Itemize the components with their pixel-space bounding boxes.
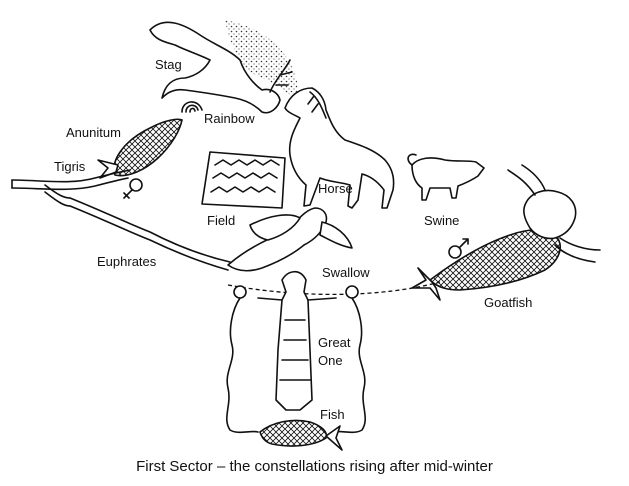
- label-fish: Fish: [320, 407, 345, 422]
- anunitum-fish-tail: [97, 159, 119, 179]
- label-anunitum: Anunitum: [66, 125, 121, 140]
- bottom-fish: [259, 419, 328, 447]
- goatfish-tail: [411, 267, 441, 301]
- horse-mane: [307, 91, 327, 119]
- venus-symbol: [123, 178, 143, 199]
- figure-caption: First Sector – the constellations rising…: [136, 458, 493, 475]
- horse-figure: [284, 87, 395, 209]
- label-one: One: [318, 353, 343, 368]
- bottom-fish-tail: [325, 425, 343, 451]
- euphrates-river: [69, 197, 231, 263]
- label-goatfish: Goatfish: [484, 295, 533, 310]
- tigris-river: [11, 169, 131, 183]
- mars-symbol: [448, 238, 469, 259]
- label-horse: Horse: [318, 181, 353, 196]
- goatfish-body: [428, 228, 561, 291]
- label-tigris: Tigris: [54, 159, 86, 174]
- swine-tail: [407, 153, 417, 166]
- label-stag: Stag: [155, 57, 182, 72]
- rainbow-symbol: [181, 101, 203, 113]
- swine-figure: [411, 157, 485, 201]
- label-swine: Swine: [424, 213, 460, 228]
- goatfish-head: [523, 189, 577, 240]
- swallow-wing: [249, 214, 301, 241]
- stag-antlers: [269, 59, 293, 93]
- swallow-wing-right: [319, 221, 353, 249]
- ecliptic-line: [227, 281, 441, 296]
- label-great: Great: [318, 335, 351, 350]
- label-euphrates: Euphrates: [97, 254, 157, 269]
- stag-figure: [149, 21, 281, 114]
- great-one-figure: [226, 270, 366, 434]
- goatfish-horns: [507, 164, 546, 196]
- stag-speckle: [225, 20, 299, 100]
- field-figure: [201, 151, 286, 209]
- goatfish-legs: [554, 237, 601, 263]
- label-field: Field: [207, 213, 236, 228]
- label-swallow: Swallow: [322, 265, 370, 280]
- label-rainbow: Rainbow: [204, 111, 255, 126]
- anunitum-fish: [113, 118, 183, 177]
